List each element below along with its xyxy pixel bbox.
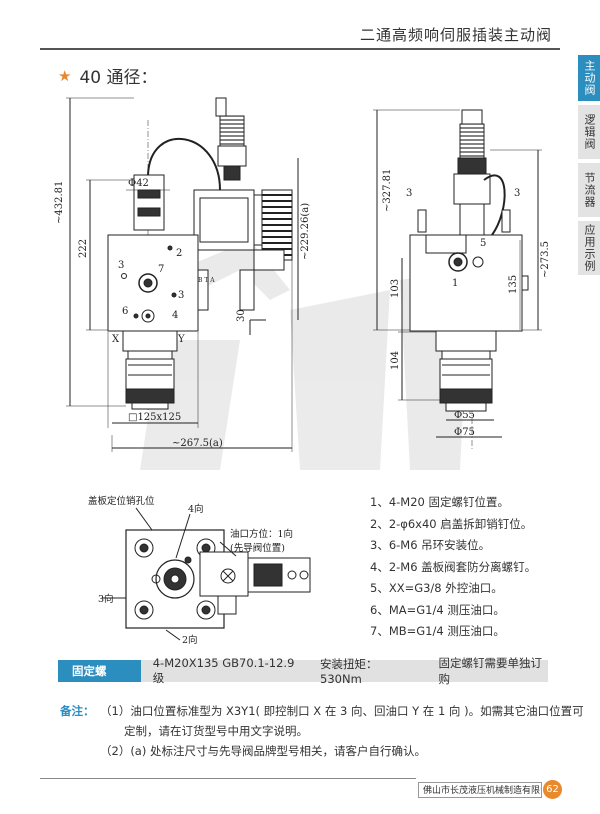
fixing-bolt-label: 固定螺栓： bbox=[58, 660, 141, 700]
front-dim-phi42: Φ42 bbox=[128, 178, 149, 189]
front-callout-7: 7 bbox=[158, 264, 164, 275]
front-callout-6: 6 bbox=[122, 306, 128, 317]
header-divider bbox=[40, 48, 560, 50]
front-callout-2: 2 bbox=[176, 248, 182, 259]
fixing-bolt-torque: 安装扭矩：530Nm bbox=[320, 657, 378, 686]
side-callout-5: 5 bbox=[480, 238, 486, 249]
footer-company-name: 佛山市长茂液压机械制造有限公司 bbox=[418, 782, 542, 798]
remark-line-2: （2）(a) 处标注尺寸与先导阀品牌型号相关，请客户自行确认。 bbox=[100, 744, 426, 758]
side-dim-103: 103 bbox=[390, 279, 401, 298]
front-dim-square: □125x125 bbox=[128, 412, 181, 423]
side-dim-104: 104 bbox=[390, 351, 401, 370]
side-callout-1: 1 bbox=[452, 278, 458, 289]
remark-line-1b: 定制，请在订货型号中用文字说明。 bbox=[124, 724, 308, 738]
front-callout-3b: 3 bbox=[178, 290, 184, 301]
top-label-pin-hole: 盖板定位销孔位 bbox=[88, 495, 155, 507]
front-dim-width: ~267.5(a) bbox=[172, 438, 223, 449]
notes-list: 1、4-M20 固定螺钉位置。 2、2-φ6x40 启盖拆卸销钉位。 3、6-M… bbox=[370, 492, 536, 643]
page-header-title: 二通高频响伺服插装主动阀 bbox=[359, 26, 552, 44]
front-dim-30: 30 bbox=[236, 309, 247, 322]
side-dim-135: 135 bbox=[508, 275, 519, 294]
note-item: 5、XX=G3/8 外控油口。 bbox=[370, 581, 503, 595]
note-item: 6、MA=G1/4 测压油口。 bbox=[370, 602, 505, 617]
note-item: 4、2-M6 盖板阀套防分离螺钉。 bbox=[370, 559, 537, 574]
side-dim-273: ~273.5 bbox=[540, 241, 551, 278]
side-dim-total-height: ~327.81 bbox=[382, 169, 393, 212]
side-tab-main-valve[interactable]: 主动阀 bbox=[578, 55, 600, 101]
note-item: 2、2-φ6x40 启盖拆卸销钉位。 bbox=[370, 516, 533, 531]
top-label-2dir: 2向 bbox=[182, 634, 198, 646]
top-label-pilot-position: (先导阀位置) bbox=[230, 542, 285, 554]
remarks-label: 备注： bbox=[60, 704, 95, 718]
fixing-bolt-spec: 4-M20X135 GB70.1-12.9 级 bbox=[152, 656, 295, 685]
side-dim-phi55: Φ55 bbox=[454, 410, 475, 421]
side-tab-throttle[interactable]: 节流器 bbox=[578, 163, 600, 217]
page-number-badge: 62 bbox=[543, 780, 562, 799]
top-label-4dir: 4向 bbox=[188, 503, 204, 515]
star-icon: ★ bbox=[58, 66, 72, 85]
front-dim-right-height: ~229.26(a) bbox=[300, 203, 311, 260]
footer-divider bbox=[40, 778, 416, 779]
side-callout-3a: 3 bbox=[406, 188, 412, 199]
front-dim-total-height: ~432.81 bbox=[54, 181, 65, 224]
note-item: 7、MB=G1/4 测压油口。 bbox=[370, 624, 505, 638]
side-tab-strip: 主动阀 逻辑阀 节流器 应用示例 bbox=[578, 55, 600, 279]
fixing-bolt-note: 固定螺钉需要单独订购 bbox=[438, 656, 543, 686]
side-tab-logic-valve[interactable]: 逻辑阀 bbox=[578, 105, 600, 159]
note-item: 1、4-M20 固定螺钉位置。 bbox=[370, 495, 509, 509]
front-callout-4: 4 bbox=[172, 310, 178, 321]
side-dim-phi75: Φ75 bbox=[454, 427, 475, 438]
fixing-bolt-bar: 固定螺栓： 4-M20X135 GB70.1-12.9 级 安装扭矩：530Nm… bbox=[58, 656, 548, 700]
front-dim-body-height: 222 bbox=[78, 239, 89, 258]
top-label-oil-port: 油口方位：1向 bbox=[230, 528, 293, 540]
front-port-x: X bbox=[112, 334, 120, 345]
side-tab-examples[interactable]: 应用示例 bbox=[578, 221, 600, 275]
remark-line-1: （1）油口位置标准型为 X3Y1( 即控制口 X 在 3 向、回油口 Y 在 1… bbox=[100, 704, 584, 718]
front-port-y: Y bbox=[177, 334, 185, 345]
top-label-3dir: 3向 bbox=[98, 593, 114, 605]
side-callout-3b: 3 bbox=[514, 188, 520, 199]
section-title-text: 40 通径： bbox=[79, 68, 158, 88]
bta-plate-text: B T A bbox=[198, 277, 215, 284]
front-callout-3a: 3 bbox=[118, 260, 124, 271]
valve-drawings: B T A bbox=[54, 97, 551, 646]
note-item: 3、6-M6 吊环安装位。 bbox=[370, 538, 491, 552]
section-heading: ★ 40 通径： bbox=[58, 63, 158, 89]
